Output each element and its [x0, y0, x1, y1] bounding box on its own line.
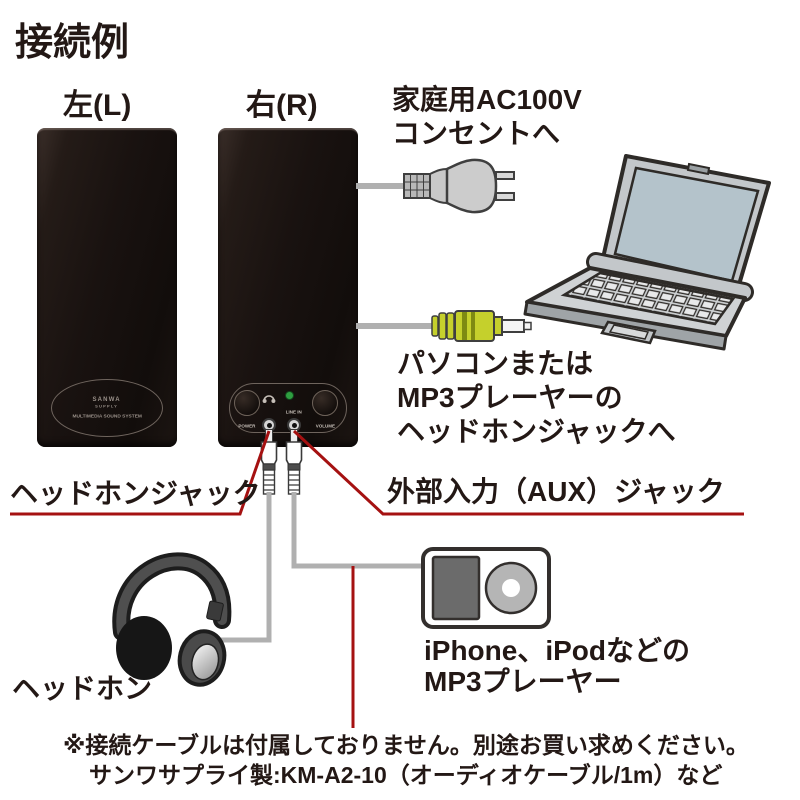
audio-plug-icon: [431, 310, 532, 342]
ac-outlet-label: 家庭用AC100V コンセントへ: [392, 84, 582, 149]
volume-label: VOLUME: [315, 424, 335, 429]
badge-caption: MULTIMEDIA SOUND SYSTEM: [72, 413, 142, 420]
brand-logo-bottom: SUPPLY: [95, 404, 119, 409]
volume-knob[interactable]: [312, 390, 338, 416]
headphone-label: ヘッドホン: [12, 673, 153, 704]
power-label: POWER: [238, 424, 256, 429]
power-led: [284, 391, 294, 400]
power-knob[interactable]: [234, 390, 260, 416]
speaker-right: POWER VOLUME LINE IN: [218, 128, 358, 447]
speaker-left: SANWA SUPPLY MULTIMEDIA SOUND SYSTEM: [37, 128, 177, 447]
headphone-icon: [262, 395, 276, 403]
speaker-right-label: 右(R): [246, 89, 318, 122]
footnote: ※接続ケーブルは付属しておりません。別途お買い求めください。 サンワサプライ製:…: [63, 732, 749, 788]
mp3-player-illustration: [421, 547, 551, 629]
headphone-plug-icon: [260, 429, 278, 495]
ac-plug-icon: [403, 158, 515, 214]
headphones-illustration: [112, 552, 232, 687]
aux-plug-icon: [285, 429, 303, 495]
page-title: 接続例: [15, 22, 130, 64]
aux-jack-label: 外部入力（AUX）ジャック: [387, 476, 725, 507]
brand-badge: SANWA SUPPLY MULTIMEDIA SOUND SYSTEM: [51, 379, 163, 437]
laptop-illustration: [523, 154, 771, 351]
headphone-jack-label: ヘッドホンジャック: [10, 478, 261, 509]
brand-logo-top: SANWA: [92, 396, 122, 403]
mp3-player-label: iPhone、iPodなどの MP3プレーヤー: [424, 635, 691, 697]
control-panel: [229, 383, 347, 433]
pc-source-label: パソコンまたは MP3プレーヤーの ヘッドホンジャックへ: [397, 348, 676, 447]
speaker-left-label: 左(L): [63, 89, 132, 122]
line-in-label: LINE IN: [285, 410, 303, 415]
